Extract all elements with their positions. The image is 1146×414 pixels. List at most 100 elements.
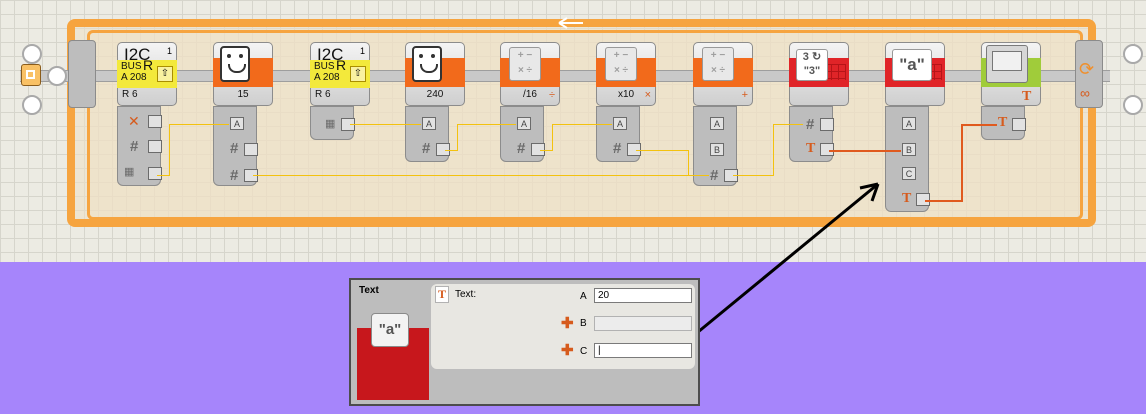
multiply-icon: × bbox=[644, 89, 651, 101]
plug-a[interactable]: A bbox=[422, 117, 436, 130]
data-hub-2[interactable]: A # # bbox=[213, 106, 258, 186]
panel-text-icon: "a" bbox=[371, 313, 409, 347]
data-hub-7[interactable]: A B # bbox=[693, 106, 738, 186]
data-hub-9[interactable]: A B C T bbox=[885, 106, 930, 212]
text-type-icon: T bbox=[435, 286, 450, 303]
plug-out[interactable] bbox=[148, 115, 162, 128]
wire bbox=[552, 124, 553, 151]
wire bbox=[169, 124, 229, 125]
data-hub-1[interactable]: ✕ # ▦ bbox=[117, 106, 162, 186]
text-block-config-panel: Text "a" T Text: A 20 ✚ B ✚ C | bbox=[349, 278, 700, 406]
loop-icon: ⟳ bbox=[1079, 59, 1095, 79]
number-to-text-block[interactable]: 3 ↻ "3" bbox=[789, 42, 849, 106]
plug-b[interactable]: B bbox=[902, 143, 916, 156]
i2c-block-1[interactable]: I2C 1 BUS R A 208 ⇧ R 6 bbox=[117, 42, 177, 106]
number-plug-icon: # bbox=[710, 167, 719, 184]
port-number: 1 bbox=[166, 46, 172, 56]
wire bbox=[773, 124, 803, 125]
i2c-block-2[interactable]: I2C 1 BUS R A 208 ⇧ R 6 bbox=[310, 42, 370, 106]
plug-out[interactable] bbox=[531, 143, 545, 156]
infinity-icon: ∞ bbox=[1080, 85, 1090, 101]
number-plug-icon: # bbox=[230, 140, 239, 157]
plug-out[interactable] bbox=[436, 143, 450, 156]
plug-out[interactable] bbox=[916, 193, 930, 206]
plug-c[interactable]: C bbox=[902, 167, 916, 180]
wire bbox=[253, 175, 709, 176]
number-plug-icon: # bbox=[130, 138, 139, 155]
plug-b[interactable]: B bbox=[710, 143, 724, 156]
field-a-input[interactable]: 20 bbox=[594, 288, 692, 303]
text-plug-icon: T bbox=[902, 191, 912, 206]
loop-end-cap[interactable]: ⟳ ∞ bbox=[1075, 40, 1103, 108]
math-block-2[interactable]: + −× ÷ x10 × bbox=[596, 42, 656, 106]
upload-arrow-icon: ⇧ bbox=[350, 66, 366, 82]
bus-label: BUS bbox=[314, 61, 335, 72]
panel-settings: T Text: A 20 ✚ B ✚ C | bbox=[431, 284, 695, 369]
plug-in[interactable] bbox=[1012, 118, 1026, 131]
beam-start-socket-top[interactable] bbox=[22, 44, 42, 64]
beam-start-socket-bottom[interactable] bbox=[22, 95, 42, 115]
display-block-2[interactable]: 240 bbox=[405, 42, 465, 106]
program-canvas[interactable]: ⟳ ∞ I2C 1 BUS R A 208 ⇧ R 6 ✕ # ▦ 15 A #… bbox=[0, 0, 1146, 262]
beam-end-socket-bottom[interactable] bbox=[1123, 95, 1143, 115]
data-plug-icon: ▦ bbox=[124, 166, 135, 178]
data-hub-4[interactable]: A # bbox=[405, 106, 450, 162]
display-value: 240 bbox=[426, 89, 444, 100]
add-icon: + bbox=[741, 89, 748, 101]
text-block[interactable]: "a" bbox=[885, 42, 945, 106]
field-b-input[interactable] bbox=[594, 316, 692, 331]
plug-out[interactable] bbox=[627, 143, 641, 156]
text-wire bbox=[925, 200, 961, 202]
beam-socket[interactable] bbox=[47, 66, 67, 86]
display-block-1[interactable]: 15 bbox=[213, 42, 273, 106]
math-value: x10 bbox=[617, 89, 635, 100]
address-label: A 208 bbox=[314, 72, 340, 83]
start-icon[interactable] bbox=[21, 64, 41, 86]
broken-wire-icon: ✕ bbox=[128, 113, 140, 129]
wire bbox=[552, 124, 612, 125]
beam-end-socket-top[interactable] bbox=[1123, 44, 1143, 64]
register-label: R 6 bbox=[315, 89, 331, 100]
data-hub-5[interactable]: A # bbox=[500, 106, 545, 162]
address-label: A 208 bbox=[121, 72, 147, 83]
port-number: 1 bbox=[359, 46, 365, 56]
plug-in[interactable] bbox=[820, 118, 834, 131]
register-label: R 6 bbox=[122, 89, 138, 100]
plug-out[interactable] bbox=[244, 143, 258, 156]
loop-arrow-icon bbox=[558, 17, 583, 29]
plug-a[interactable]: A bbox=[230, 117, 244, 130]
math-block-1[interactable]: + −× ÷ /16 ÷ bbox=[500, 42, 560, 106]
math-block-3[interactable]: + −× ÷ + bbox=[693, 42, 753, 106]
math-operators-icon: + −× ÷ bbox=[605, 47, 637, 81]
math-operators-icon: + −× ÷ bbox=[509, 47, 541, 81]
plug-a[interactable]: A bbox=[613, 117, 627, 130]
mode-label: R bbox=[336, 57, 347, 73]
wire bbox=[457, 124, 516, 125]
number-plug-icon: # bbox=[613, 140, 622, 157]
field-c-label: C bbox=[580, 346, 588, 357]
plug-a[interactable]: A bbox=[710, 117, 724, 130]
plug-out[interactable] bbox=[148, 167, 162, 180]
plug-a[interactable]: A bbox=[902, 117, 916, 130]
wire bbox=[636, 150, 688, 151]
plug-out[interactable] bbox=[148, 140, 162, 153]
text-wire bbox=[961, 124, 963, 202]
panel-title: Text bbox=[359, 285, 379, 296]
display-block-3[interactable]: T bbox=[981, 42, 1041, 106]
data-hub-10[interactable]: T bbox=[981, 106, 1026, 140]
data-hub-6[interactable]: A # bbox=[596, 106, 641, 162]
text-plug-icon: T bbox=[998, 115, 1008, 130]
text-icon: "a" bbox=[892, 49, 932, 81]
number-plug-icon: # bbox=[422, 140, 431, 157]
upload-arrow-icon: ⇧ bbox=[157, 66, 173, 82]
data-hub-8[interactable]: # T bbox=[789, 106, 834, 162]
display-screen-icon bbox=[986, 45, 1028, 83]
data-hub-3[interactable]: ▦ bbox=[310, 106, 355, 140]
divide-icon: ÷ bbox=[548, 89, 555, 101]
field-c-input[interactable]: | bbox=[594, 343, 692, 358]
plug-out[interactable] bbox=[820, 143, 834, 156]
wire bbox=[733, 175, 773, 176]
text-label: Text: bbox=[455, 289, 477, 300]
plug-a[interactable]: A bbox=[517, 117, 531, 130]
text-wire bbox=[829, 150, 901, 152]
